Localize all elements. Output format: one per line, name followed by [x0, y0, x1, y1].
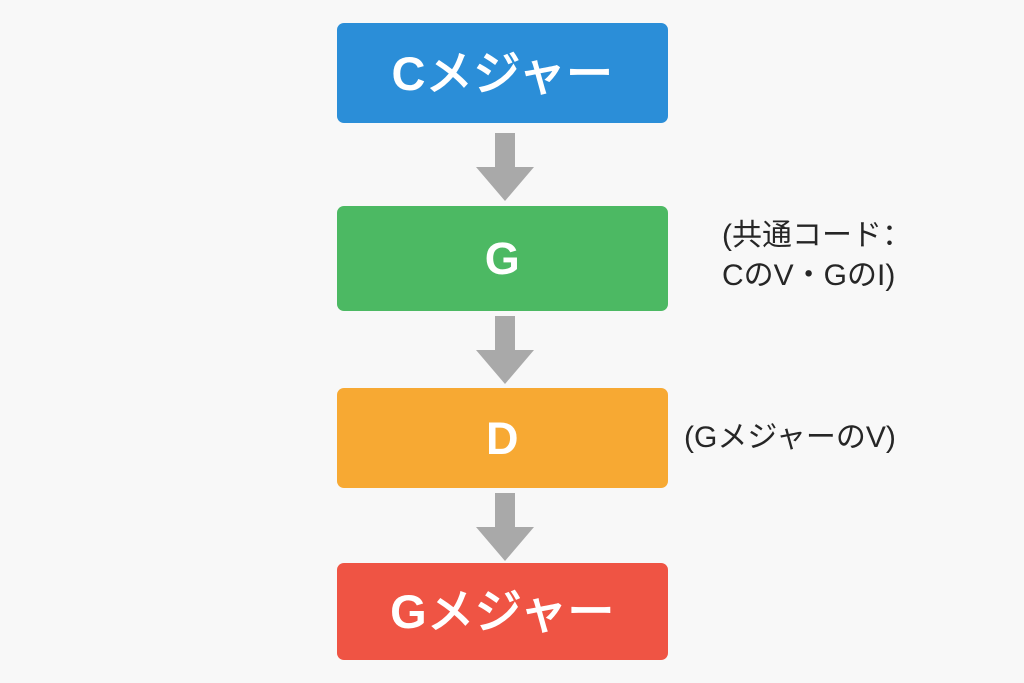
chord-box-g-major: Gメジャー — [337, 563, 668, 660]
arrow-down-icon — [476, 316, 534, 384]
chord-box-d: D — [337, 388, 668, 488]
chord-box-label: D — [486, 412, 519, 464]
arrow-down-icon — [476, 133, 534, 201]
chord-box-c-major: Cメジャー — [337, 23, 668, 123]
chord-box-g: G — [337, 206, 668, 311]
chord-box-label: Gメジャー — [390, 585, 615, 638]
arrow-down-icon — [476, 493, 534, 561]
annotation-g-major-v: (GメジャーのV) — [684, 421, 896, 454]
chord-box-label: Cメジャー — [391, 46, 614, 100]
chord-box-label: G — [484, 233, 521, 284]
annotation-common-chord: (共通コード： CのV・GのI) — [722, 219, 912, 292]
